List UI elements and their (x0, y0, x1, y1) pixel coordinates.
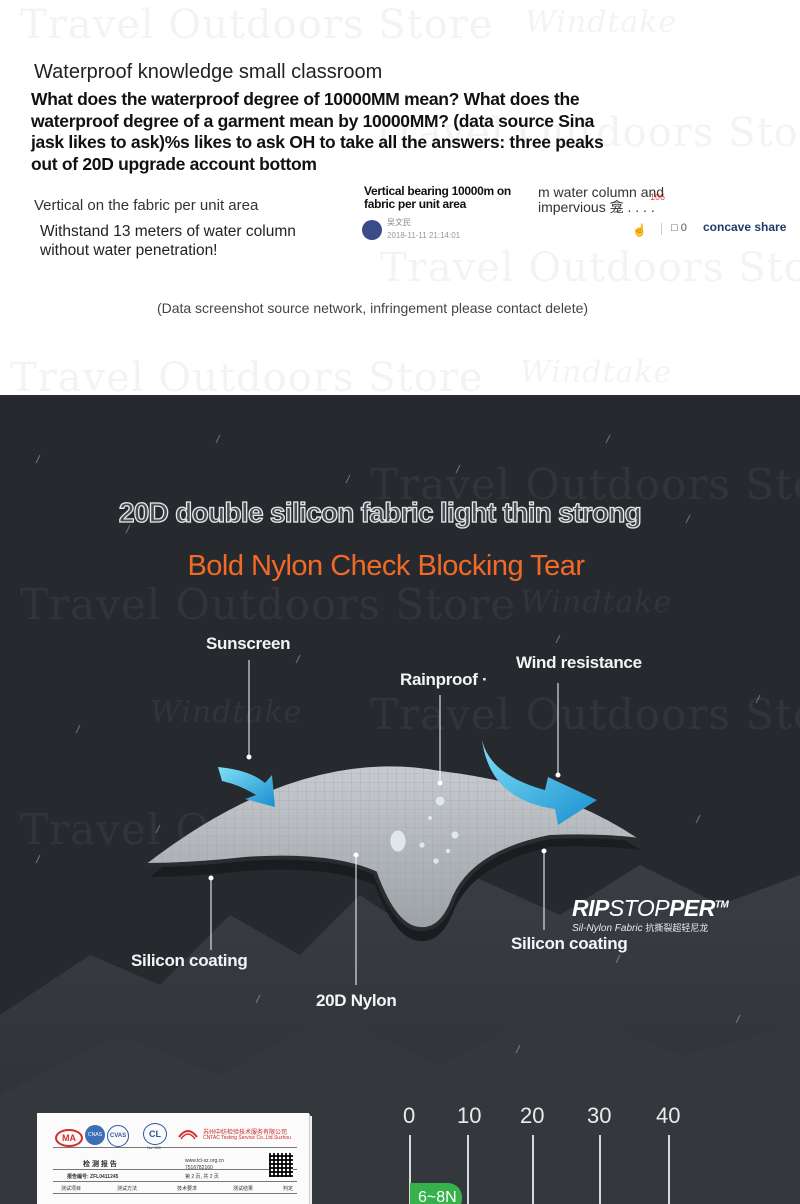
label-20d-nylon: 20D Nylon (316, 991, 397, 1010)
col-header: 判定 (283, 1186, 294, 1192)
fabric-layers-illustration (144, 660, 641, 985)
watermark: Windtake (525, 5, 677, 40)
col-header: 测试项目 (61, 1186, 82, 1192)
label-rainproof-dot: · (482, 670, 488, 689)
scale-tick (599, 1135, 601, 1204)
source-note: (Data screenshot source network, infring… (156, 300, 589, 316)
question-text: What does the waterproof degree of 10000… (31, 89, 604, 174)
red-badge: 106 (650, 192, 666, 202)
divider (53, 1147, 297, 1148)
watermark: Windtake (520, 355, 672, 390)
answer-snippet-dots: . . . . (627, 199, 655, 215)
ma-logo: MA (55, 1129, 83, 1147)
subtitle-en: Sil-Nylon Fabric (572, 923, 643, 934)
vertical-text: Vertical on the fabric per unit area (34, 197, 259, 214)
qr-code (269, 1153, 293, 1177)
watermark: Travel Outdoors Store (370, 110, 800, 156)
comment-button[interactable]: □ 0 (671, 222, 687, 234)
waterproof-classroom-section: Travel Outdoors Store Windtake Travel Ou… (0, 0, 800, 395)
answer-snippet-mark: 龛 (609, 199, 624, 215)
comment-icon: □ (671, 222, 678, 234)
strength-bar-label: 6~8N (418, 1189, 457, 1204)
report-website: www.tcl-sz.org.cn (185, 1158, 224, 1164)
org-name-en: CNTAC Testing Service Co.,Ltd.Suzhou (203, 1135, 291, 1141)
watermark: Travel Outdoors Store (370, 460, 800, 509)
report-number: 报告编号: ZFL0411245 (67, 1174, 119, 1180)
label-sunscreen: Sunscreen (206, 634, 291, 653)
strength-bar (410, 1183, 462, 1204)
answer-snippet-left: Vertical bearing 10000m on fabric per un… (364, 184, 511, 211)
test-report-document: MA CNAS CVAS CL No. 000 苏州中纺检验技术服务有限公司 C… (37, 1113, 309, 1204)
divider (661, 223, 662, 235)
avatar (362, 220, 382, 240)
label-rainproof-text: Rainproof (400, 670, 478, 689)
label-silicon-coating-left: Silicon coating (131, 951, 248, 970)
divider (53, 1181, 297, 1182)
scale-tick (668, 1135, 670, 1204)
cvas-logo: CVAS (107, 1125, 129, 1147)
label-wind-resistance: Wind resistance (516, 653, 642, 672)
scale-tick (532, 1135, 534, 1204)
withstand-text: Withstand 13 meters of water column with… (40, 223, 296, 259)
like-icon[interactable]: ☝ (632, 223, 647, 237)
answer-snippet-right: m water column and impervious 龛 . . . . (538, 185, 698, 215)
org-emblem-icon (177, 1125, 199, 1141)
watermark: Travel Outdoors Store (20, 580, 517, 629)
subheadline: Bold Nylon Check Blocking Tear (187, 550, 585, 582)
answer-snippet-right-text: m water column and impervious (538, 184, 665, 215)
section-title: Waterproof knowledge small classroom (34, 61, 383, 83)
col-header: 测试结果 (233, 1186, 254, 1192)
watermark: Windtake (520, 585, 673, 620)
user-name: 吴文民 (387, 218, 411, 227)
label-silicon-coating-right: Silicon coating (511, 934, 628, 953)
watermark: Windtake (150, 695, 303, 730)
watermark: Travel Outdoors Store (20, 2, 494, 48)
cl-logo: CL (143, 1123, 167, 1145)
col-header: 测试方法 (117, 1186, 138, 1192)
scale-tick-label: 10 (457, 1103, 482, 1128)
share-button[interactable]: concave share (703, 220, 787, 234)
watermark: Travel Outdoors Store (380, 245, 800, 291)
report-phone: 7516782160 (185, 1165, 213, 1171)
label-rainproof: Rainproof · (400, 670, 488, 690)
watermark: Travel Outdoors Store (10, 355, 484, 395)
ripstopper-logo: RIPSTOPPERTM (572, 895, 729, 922)
scale-tick-label: 20 (520, 1103, 545, 1128)
logo-stop: STOP (608, 895, 670, 921)
fabric-section: Travel Outdoors Store Travel Outdoors St… (0, 395, 800, 1204)
cnas-logo: CNAS (85, 1125, 105, 1145)
scale-tick-label: 40 (656, 1103, 681, 1128)
scale-tick (409, 1135, 411, 1204)
headline: 20D double silicon fabric light thin str… (118, 496, 642, 528)
watermark: Travel Outdoors Store (370, 690, 800, 739)
report-page: 第 2 页, 共 2 页 (185, 1174, 219, 1180)
logo-tm: TM (714, 899, 729, 911)
col-header: 技术要求 (177, 1186, 198, 1192)
ripstopper-subtitle: Sil-Nylon Fabric 抗撕裂超轻尼龙 (572, 921, 708, 934)
divider (53, 1193, 297, 1194)
scale-tick-label: 30 (587, 1103, 612, 1128)
org-name-cn: 苏州中纺检验技术服务有限公司 (203, 1130, 288, 1136)
post-date: 2018-11-11 21:14:01 (387, 231, 461, 240)
comment-count: 0 (680, 222, 687, 234)
subtitle-cn: 抗撕裂超轻尼龙 (645, 923, 709, 933)
divider (53, 1169, 297, 1170)
logo-rip: RIP (572, 895, 609, 921)
scale-tick-label: 0 (403, 1103, 416, 1128)
report-title: 检 测 报 告 (83, 1161, 117, 1168)
scale-tick (467, 1135, 469, 1204)
logo-per: PER (669, 895, 715, 921)
